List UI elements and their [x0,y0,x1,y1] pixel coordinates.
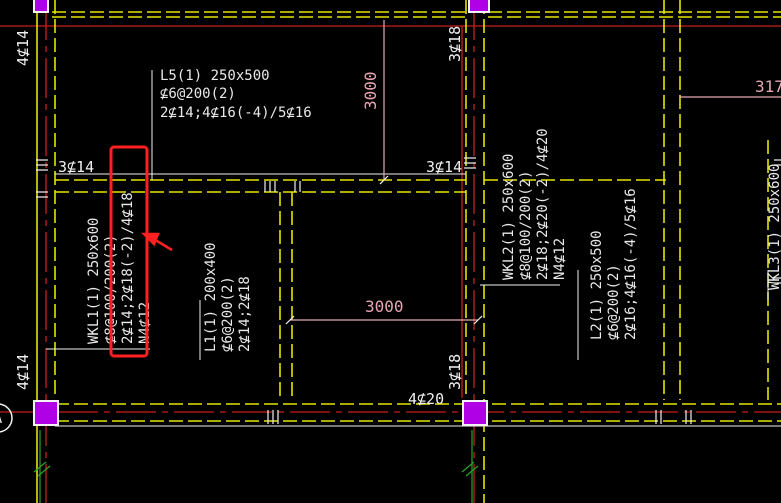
rebar-beam-mid: 3⊈14 [426,158,462,176]
wkl2-line1: WKL2(1) 250x600 [501,154,517,280]
rebar-col-mid-upper: 3⊈18 [446,26,464,62]
wkl1-line4: N4⊈12 [137,302,153,344]
column-bottom-mid [462,400,488,426]
rebar-col-left-lower: 4⊈14 [14,354,32,390]
l2-line3: 2⊈16;4⊈16(-4)/5⊈16 [623,188,639,340]
wkl2-line4: N4⊈12 [552,238,568,280]
wkl3-line1: WKL3(1) 250x600 [767,164,781,290]
label-wkl1: WKL1(1) 250x600 ⊈8@100/200(2) 2⊈14;2⊈18(… [86,192,153,344]
highlight-arrow [140,232,173,252]
l1-line1: L1(1) 200x400 [203,242,219,352]
rebar-col-mid-lower: 3⊈18 [446,354,464,390]
highlight-box [109,145,149,358]
label-l5: L5(1) 250x500 ⊈6@200(2) 2⊈14;4⊈16(-4)/5⊈… [160,68,312,121]
wkl2-line3: 2⊈18;2⊈20(-2)/4⊈20 [535,128,551,280]
l5-line3: 2⊈14;4⊈16(-4)/5⊈16 [160,105,312,121]
l1-line2: ⊈6@200(2) [220,276,236,352]
wkl2-line2: ⊈8@100/200(2) [518,170,534,280]
leader-lines [46,70,769,360]
wkl1-line3: 2⊈14;2⊈18(-2)/4⊈18 [120,192,136,344]
dimension-horizontal: 3000 [365,297,404,316]
rebar-beam-left: 3⊈14 [58,158,94,176]
grid-ticks [33,430,479,503]
rebar-col-left-upper: 4⊈14 [14,30,32,66]
dimension-right-partial: 317 [755,77,781,96]
dimension-lines [285,20,781,325]
dimension-vertical: 3000 [361,71,380,110]
l2-line1: L2(1) 250x500 [589,230,605,340]
l2-line2: ⊈6@200(2) [606,264,622,340]
columns [33,0,490,426]
label-wkl2: WKL2(1) 250x600 ⊈8@100/200(2) 2⊈18;2⊈20(… [501,128,568,280]
wkl1-line1: WKL1(1) 250x600 [86,218,102,344]
rebar-beam-bottom: 4⊈20 [408,390,444,408]
column-top-left [33,0,49,13]
l1-line3: 2⊈14;2⊈18 [237,276,253,352]
label-l1: L1(1) 200x400 ⊈6@200(2) 2⊈14;2⊈18 [203,242,253,352]
column-top-mid [468,0,490,13]
axis-bubble-a: A [0,403,13,433]
l5-line2: ⊈6@200(2) [160,86,236,102]
axis-label-a: A [0,411,3,427]
column-bottom-left [33,400,59,426]
section-hatches [36,157,781,424]
beam-outlines [36,0,781,503]
label-l2: L2(1) 250x500 ⊈6@200(2) 2⊈16;4⊈16(-4)/5⊈… [589,188,639,340]
l5-line1: L5(1) 250x500 [160,68,270,84]
